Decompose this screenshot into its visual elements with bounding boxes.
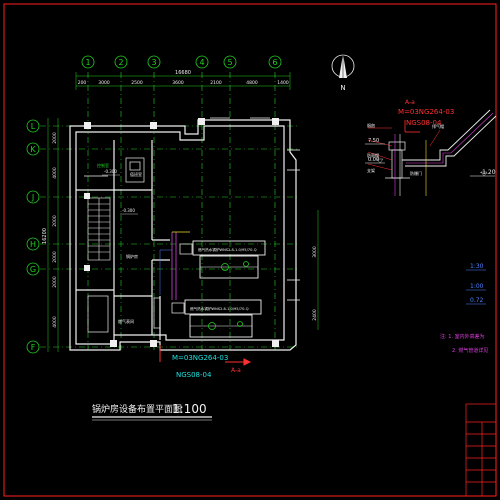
dim-total-top: 16680	[175, 70, 191, 76]
plan-section-mark	[159, 345, 252, 366]
top-dim-segments: 200 3000 2500 3600 2100 4800 1400	[78, 80, 289, 86]
svg-text:2000: 2000	[52, 215, 58, 227]
plan-tag-line2: NGS08-04	[176, 371, 212, 379]
section-tag-line2: NGS08-04	[406, 119, 442, 127]
plan-scale: 1:100	[172, 402, 207, 416]
top-dimensions	[75, 72, 291, 90]
room-label-duty: 值班室	[130, 171, 142, 177]
column-label-5: 5	[227, 58, 232, 67]
elevation-1: 7.50	[368, 138, 379, 144]
column-bubbles: 1 2 3 4 5 6	[81, 55, 282, 69]
north-arrow-icon	[331, 54, 355, 78]
section-tag-line1: M=03NG264-03	[398, 108, 454, 116]
left-dimensions	[47, 118, 59, 352]
small-equipment	[84, 157, 161, 333]
svg-text:4800: 4800	[246, 80, 258, 86]
section-tag-marker: A-a	[405, 99, 415, 106]
ratio-3: 0.72	[470, 297, 484, 304]
svg-text:2400: 2400	[312, 309, 318, 321]
svg-text:4000: 4000	[52, 167, 58, 179]
staircase	[87, 197, 111, 261]
row-label-G: G	[30, 265, 36, 274]
svg-text:2100: 2100	[210, 80, 222, 86]
plan-tag-line1: M=03NG264-03	[172, 354, 228, 362]
room-label-control: 控制室	[97, 162, 109, 168]
column-label-1: 1	[85, 58, 90, 67]
note-line-1: 注: 1. 室内外高差为	[440, 333, 485, 340]
column-posts	[84, 118, 279, 347]
windows	[210, 117, 300, 301]
pipes	[171, 231, 190, 300]
room-label-boiler: 锅炉房	[126, 253, 138, 259]
svg-text:2000: 2000	[52, 276, 58, 288]
ratio-1: 1:30	[470, 263, 484, 270]
plan-tag-marker: A-a	[231, 367, 241, 374]
note-line-2: 2. 燃气管道详见	[452, 347, 488, 354]
plan-title: 锅炉房设备布置平面图	[92, 403, 182, 415]
gas-lines	[159, 249, 172, 295]
label-fangyu: 防雨帽	[367, 152, 379, 158]
boiler-2	[171, 299, 262, 338]
svg-text:3000: 3000	[98, 80, 110, 86]
section-detail	[365, 109, 497, 196]
row-label-L: L	[31, 122, 36, 131]
boiler-1	[179, 240, 266, 279]
boiler-2-label: 燃气热水锅炉WNS2.8-1.0/95/70-Q	[190, 306, 249, 311]
north-label: N	[340, 84, 345, 92]
column-label-6: 6	[272, 58, 277, 67]
elevation-2: 0.00	[368, 157, 379, 163]
svg-text:2000: 2000	[52, 132, 58, 144]
dim-left-total: 16200	[42, 228, 48, 244]
label-fangbao: 防爆门	[410, 170, 422, 176]
label-zhichi: 支架	[367, 167, 375, 173]
svg-text:3600: 3600	[172, 80, 184, 86]
row-label-H: H	[30, 240, 36, 249]
svg-text:2000: 2000	[52, 251, 58, 263]
column-label-3: 3	[151, 58, 156, 67]
svg-text:1400: 1400	[277, 80, 289, 86]
level-mark-2: -0.300	[122, 208, 135, 213]
svg-text:2500: 2500	[131, 80, 143, 86]
row-bubbles: L K J H G F	[26, 119, 40, 354]
level-mark-1: -0.300	[104, 169, 117, 174]
building-walls	[69, 119, 297, 351]
boiler-1-label: 燃气热水锅炉WNS2.8-1.0/95/70-Q	[198, 247, 257, 252]
left-dim-segments: 2000 4000 2000 2000 2000 4000 16200	[42, 132, 58, 328]
svg-text:3000: 3000	[312, 246, 318, 258]
column-label-2: 2	[118, 58, 123, 67]
svg-text:200: 200	[78, 80, 87, 86]
row-label-J: J	[31, 193, 34, 202]
row-label-K: K	[30, 145, 36, 154]
label-yanqi: 烟囱	[367, 122, 375, 128]
drawing-frame	[3, 3, 497, 497]
ratio-2: 1:00	[470, 283, 484, 290]
elevation-3: -1.20	[480, 169, 496, 176]
column-label-4: 4	[199, 58, 204, 67]
room-label-gasmeter: 燃气表间	[118, 318, 134, 324]
ratio-marks	[466, 269, 486, 305]
label-paiqi: 排气帽	[432, 123, 444, 129]
svg-text:4000: 4000	[52, 316, 58, 328]
title-block	[465, 403, 497, 497]
row-label-F: F	[31, 343, 36, 352]
